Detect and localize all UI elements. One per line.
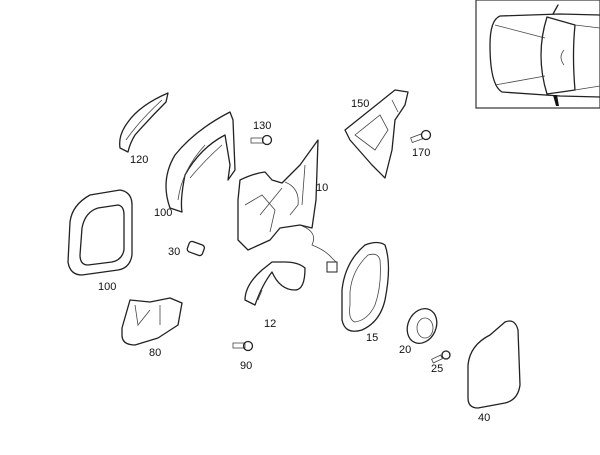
label-part-80: 80: [149, 347, 162, 359]
part-20-adjustment-motor: [406, 307, 438, 345]
part-90-screw: [232, 340, 254, 352]
label-part-170: 170: [412, 147, 431, 159]
label-part-150: 150: [351, 98, 370, 110]
label-part-120: 120: [130, 154, 149, 166]
label-part-12: 12: [264, 318, 277, 330]
part-25-screw: [431, 350, 451, 364]
label-part-15: 15: [366, 332, 379, 344]
part-40-mirror-glass: [467, 320, 521, 409]
part-150-bracket: [344, 89, 409, 179]
part-100-housing-frame: [67, 189, 133, 276]
label-part-20: 20: [399, 344, 412, 356]
label-part-100-lower: 100: [98, 281, 117, 293]
part-130-screw: [250, 134, 273, 146]
label-part-100-upper: 100: [154, 207, 173, 219]
label-part-10: 10: [316, 182, 329, 194]
part-100-upper-cover: [165, 111, 236, 213]
label-part-30: 30: [168, 246, 181, 258]
vehicle-location-inset: [475, 0, 600, 109]
part-80-lower-housing: [121, 297, 183, 346]
part-10-mirror-assembly: [237, 139, 338, 273]
part-12-lower-cover: [244, 261, 306, 306]
part-120-turn-signal: [119, 92, 169, 153]
label-part-130: 130: [253, 120, 272, 132]
part-30-bulb: [186, 240, 206, 257]
label-part-90: 90: [240, 360, 253, 372]
label-part-40: 40: [478, 412, 491, 424]
part-170-screw: [410, 129, 432, 144]
label-part-25: 25: [431, 363, 444, 375]
part-15-glass-frame: [341, 241, 390, 332]
